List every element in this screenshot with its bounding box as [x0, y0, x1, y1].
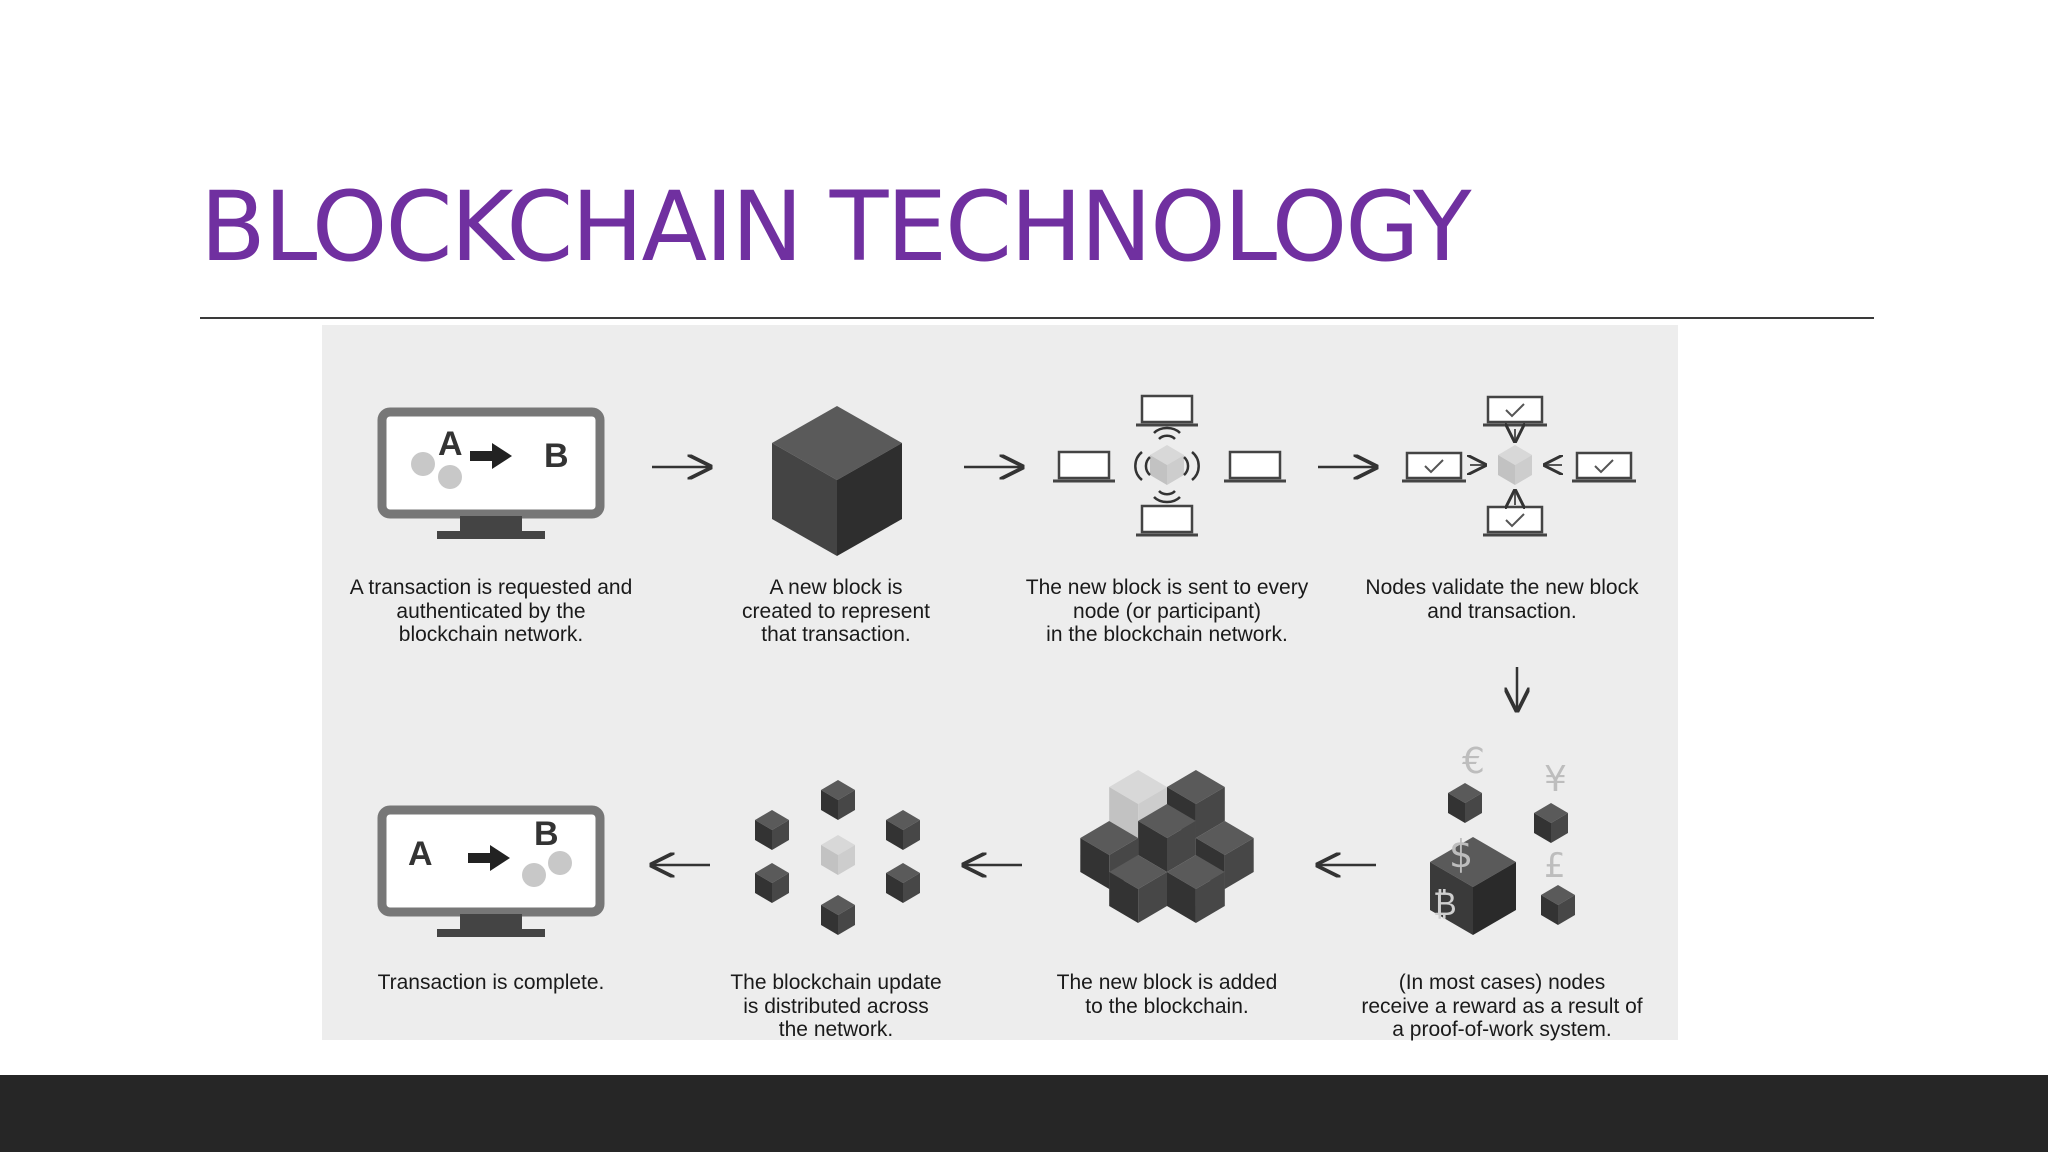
monitor-letter-b: B — [534, 815, 559, 853]
validate-nodes-icon — [1400, 395, 1638, 537]
title-divider — [200, 317, 1874, 319]
pound-symbol: £ — [1544, 846, 1566, 886]
step-caption: A new block is created to represent that… — [742, 576, 930, 646]
euro-symbol: € — [1462, 741, 1485, 782]
step-caption: (In most cases) nodes receive a reward a… — [1361, 971, 1643, 1041]
step-caption: Nodes validate the new block and transac… — [1365, 576, 1639, 623]
step-caption: The blockchain update is distributed acr… — [730, 971, 942, 1041]
slide-title: BLOCKCHAIN TECHNOLOGY — [200, 171, 1472, 283]
step-caption: The new block is added to the blockchain… — [1056, 971, 1278, 1018]
blockchain-process-diagram: A B — [322, 325, 1678, 1041]
monitor-letter-b: B — [544, 437, 569, 475]
monitor-letter-a: A — [408, 835, 433, 873]
distributed-blocks-icon — [755, 780, 920, 935]
dollar-symbol: $ — [1449, 832, 1473, 876]
arrow-right-icon — [470, 443, 512, 469]
new-block-icon — [772, 406, 902, 556]
monitor-complete-icon: A B — [377, 805, 605, 937]
yen-symbol: ¥ — [1544, 759, 1567, 800]
monitor-letter-a: A — [438, 425, 463, 463]
step-caption: Transaction is complete. — [377, 971, 605, 994]
reward-currency-icon: € ¥ $ ₿ £ — [1430, 741, 1575, 935]
step-caption: The new block is sent to every node (or … — [1025, 576, 1309, 646]
broadcast-nodes-icon — [1051, 394, 1288, 537]
footer-bar — [0, 1075, 2048, 1152]
monitor-transaction-icon: A B — [377, 407, 605, 539]
step-caption: A transaction is requested and authentic… — [349, 576, 633, 646]
arrow-right-icon — [468, 845, 510, 871]
blockchain-cluster-icon — [1080, 770, 1254, 923]
bitcoin-symbol: ₿ — [1433, 885, 1457, 923]
